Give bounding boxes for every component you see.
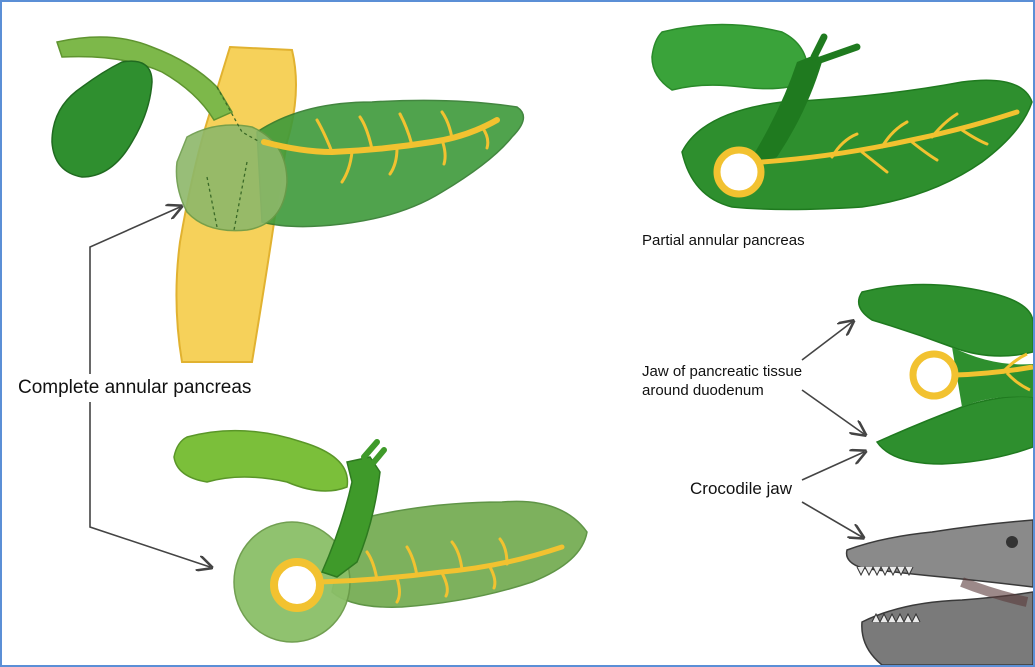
duodenum-ring — [913, 354, 955, 396]
arrow-croc-up — [802, 452, 864, 480]
gallbladder — [652, 25, 808, 91]
arrow-to-top-figure — [90, 207, 180, 374]
arrow-jaw-lower — [802, 390, 864, 434]
label-jaw-of-pancreatic-tissue: Jaw of pancreatic tissue around duodenum — [642, 362, 802, 400]
gallbladder — [174, 431, 347, 491]
duodenum-ring — [274, 562, 320, 608]
label-jaw-line2: around duodenum — [642, 381, 802, 400]
duodenum-ring — [717, 150, 761, 194]
arrow-jaw-upper — [802, 322, 852, 360]
label-complete-annular-pancreas: Complete annular pancreas — [18, 377, 251, 399]
label-partial-annular-pancreas: Partial annular pancreas — [642, 232, 805, 249]
complete-annular-pancreas-figure — [52, 37, 523, 362]
label-crocodile-jaw: Crocodile jaw — [690, 479, 792, 499]
arrow-to-bottom-figure — [90, 402, 210, 567]
jaw-figure — [859, 285, 1033, 465]
crocodile-upper-jaw — [847, 520, 1033, 587]
lower-jaw-tissue — [877, 396, 1033, 464]
partial-annular-figure — [652, 25, 1032, 210]
upper-jaw-tissue — [859, 285, 1033, 357]
gallbladder — [52, 61, 152, 177]
pancreas-body — [257, 100, 523, 226]
label-jaw-line1: Jaw of pancreatic tissue — [642, 362, 802, 381]
crocodile-jaw-figure — [847, 520, 1033, 665]
complete-annular-schematic — [174, 431, 587, 642]
crocodile-lower-jaw — [862, 592, 1033, 665]
arrow-croc-down — [802, 502, 862, 537]
